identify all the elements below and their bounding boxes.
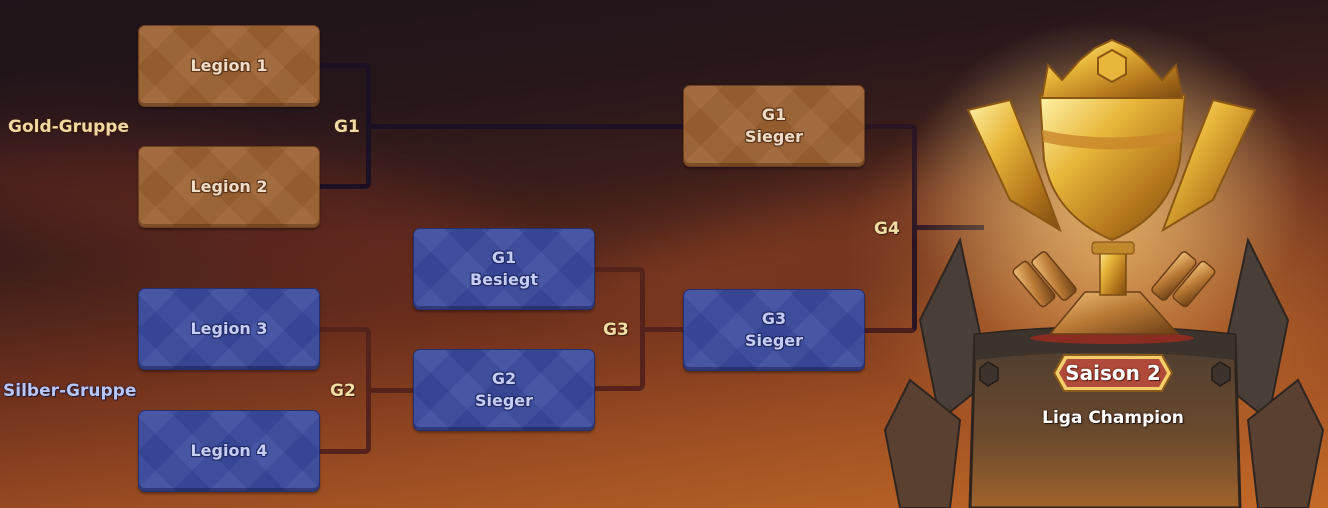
slot-legion-3[interactable]: Legion 3 [138, 288, 320, 370]
slot-g2-winner[interactable]: G2 Sieger [413, 349, 595, 431]
slot-result: Sieger [744, 331, 804, 350]
slot-match: G1 [761, 105, 787, 124]
season-badge-label: Saison 2 [1065, 361, 1161, 385]
match-label-g1: G1 [334, 117, 360, 137]
slot-result: Sieger [474, 391, 534, 410]
trophy-cone [1048, 291, 1180, 335]
silver-group-label: Silber-Gruppe [3, 381, 137, 401]
g2-winner-connector [368, 388, 414, 393]
slot-match: G2 [491, 369, 517, 388]
slot-label: Legion 1 [190, 56, 268, 75]
match-label-g4: G4 [874, 219, 900, 239]
match-label-g2: G2 [330, 381, 356, 401]
slot-label: Legion 4 [190, 441, 268, 460]
slot-result: Sieger [744, 127, 804, 146]
gold-group-label: Gold-Gruppe [8, 117, 129, 137]
g3-winner-connector [642, 327, 684, 332]
g1-winner-connector [368, 124, 684, 129]
trophy-base-ring [1030, 332, 1194, 344]
slot-match: G3 [761, 309, 787, 328]
slot-g1-winner[interactable]: G1 Sieger [683, 85, 865, 167]
slot-label: Legion 2 [190, 177, 268, 196]
match-label-g3: G3 [603, 320, 629, 340]
slot-result: Besiegt [469, 270, 538, 289]
slot-match: G1 [491, 248, 517, 267]
slot-legion-1[interactable]: Legion 1 [138, 25, 320, 107]
left-handle [966, 98, 1062, 233]
slot-label: Legion 3 [190, 319, 268, 338]
trophy-icon[interactable] [880, 0, 1328, 508]
left-lower-plate [883, 378, 962, 508]
slot-legion-2[interactable]: Legion 2 [138, 146, 320, 228]
crown-hexagon [1097, 48, 1127, 84]
right-handle [1161, 98, 1257, 233]
right-lower-plate [1246, 378, 1325, 508]
slot-g3-winner[interactable]: G3 Sieger [683, 289, 865, 371]
right-cannons [1151, 251, 1216, 308]
slot-legion-4[interactable]: Legion 4 [138, 410, 320, 492]
trophy-cup [1038, 94, 1187, 242]
slot-g1-loser[interactable]: G1 Besiegt [413, 228, 595, 310]
trophy-title: Liga Champion [1042, 408, 1184, 428]
season-badge[interactable] [1052, 353, 1174, 393]
left-cannons [1012, 251, 1077, 308]
